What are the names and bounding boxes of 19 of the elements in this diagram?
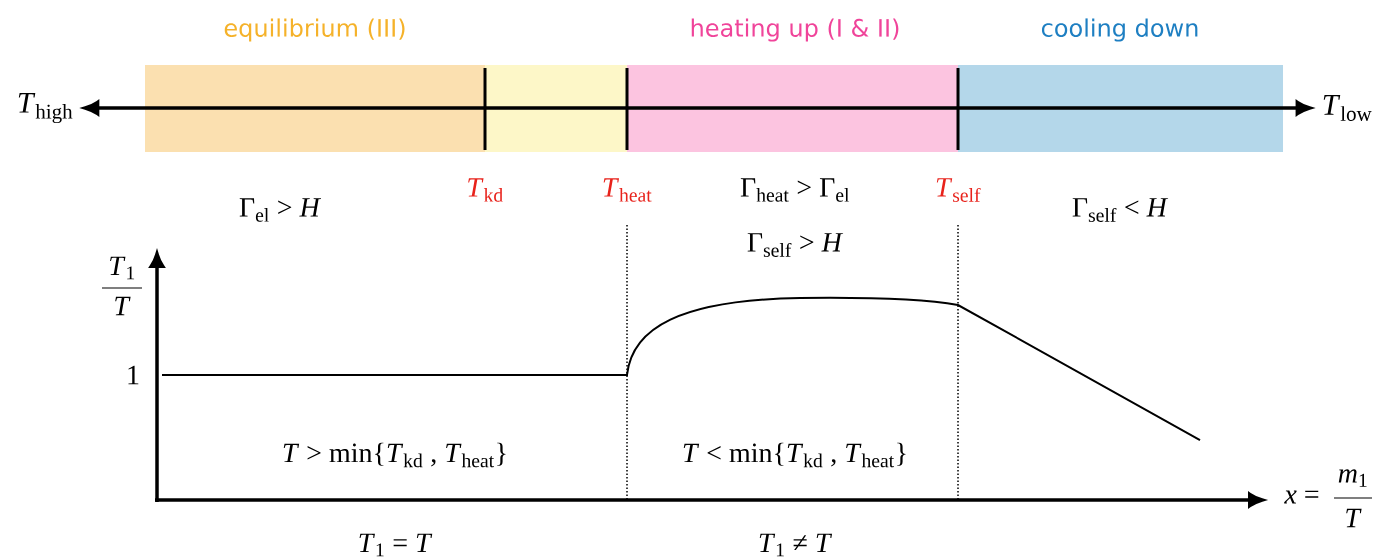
band-heading: cooling down [1041, 18, 1198, 42]
math-label: Γ$_{heat}$ > Γ$_{el}$ [740, 178, 850, 202]
math-label: T$_{1}$ = T [359, 533, 433, 557]
math-label: T < min{T$_{kd}$ , T$_{heat}$} [683, 442, 906, 468]
axis-label: T$_{1}$ T [101, 256, 143, 316]
temperature-label: T$_{self}$ [936, 178, 981, 202]
temperature-label: T$_{kd}$ [468, 178, 503, 202]
math-label: Γ$_{el}$ > H [239, 198, 322, 222]
math-label: T$_{1}$ ≠ T [759, 533, 833, 557]
band-heading: heating up (I & II) [691, 18, 899, 42]
axis-end-label: T$_{high}$ [18, 92, 73, 124]
tick-label: 1 [128, 365, 139, 385]
temperature-label: T$_{heat}$ [603, 178, 652, 202]
band-heading: equilibrium (III) [224, 18, 405, 42]
math-label: Γ$_{self}$ < H [1072, 198, 1169, 222]
math-label: T > min{T$_{kd}$ , T$_{heat}$} [283, 442, 506, 468]
axis-label: x = m$_{1}$ T [1284, 469, 1373, 528]
math-label: Γ$_{self}$ > H [747, 233, 844, 257]
axis-end-label: T$_{low}$ [1323, 95, 1372, 121]
